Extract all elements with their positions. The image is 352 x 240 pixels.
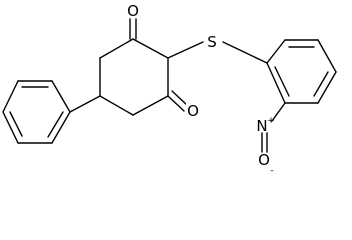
nitrophenyl-ring [266, 39, 337, 104]
oxygen-charge-label: - [270, 166, 273, 176]
bond [99, 95, 134, 116]
aromatic-inner-bond [274, 66, 290, 97]
bond [266, 39, 286, 64]
bond [2, 80, 19, 113]
bond [51, 80, 71, 113]
bond [2, 111, 19, 144]
nitrogen-charge-label: + [267, 116, 275, 126]
carbonyl-bond [167, 95, 185, 112]
oxygen-nitro-label: O [258, 151, 270, 169]
structure-diagram: O O S N + O - [2, 2, 337, 176]
molecule-canvas: O O S N + O - [2, 2, 337, 176]
bond [132, 95, 169, 116]
bond [222, 41, 268, 64]
bond [271, 102, 286, 122]
phenyl-ring [2, 80, 71, 144]
bond [99, 38, 134, 59]
bond [317, 71, 337, 104]
bond [51, 111, 71, 144]
nitrogen-label: N [256, 117, 267, 135]
cyclohexanedione-ring [99, 38, 169, 116]
sulfur-label: S [207, 33, 217, 51]
oxygen-ring-label: O [187, 102, 199, 120]
aromatic-inner-bond [313, 71, 329, 97]
bond [132, 38, 169, 59]
bond [317, 39, 337, 73]
bond [167, 41, 204, 59]
bond [266, 62, 286, 104]
oxygen-top-label: O [127, 2, 139, 20]
aromatic-inner-bond [9, 111, 23, 137]
bond [69, 95, 101, 113]
aromatic-inner-bond [47, 111, 64, 138]
carbonyl-bond [171, 90, 189, 107]
